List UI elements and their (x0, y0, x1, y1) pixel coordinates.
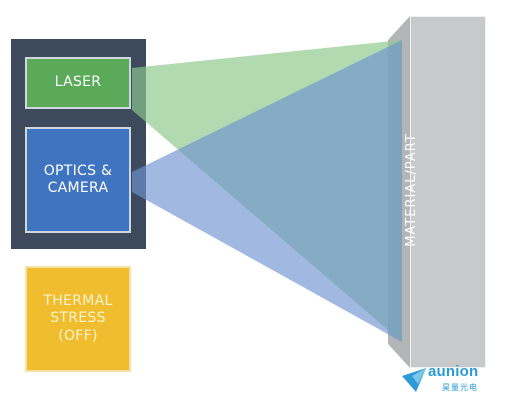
thermal-label-line1: THERMAL (43, 292, 113, 309)
aunion-logo-icon-accent (412, 368, 426, 384)
thermal-stress-box (25, 266, 131, 372)
thermal-label-line3: (OFF) (58, 327, 98, 344)
thermal-stress-label: THERMAL STRESS (OFF) (26, 267, 130, 371)
optics-label-line2: CAMERA (47, 180, 109, 196)
optics-label-line1: OPTICS & (43, 162, 113, 179)
optics-camera-box (25, 127, 131, 233)
brand-logo-text: aunion (428, 363, 479, 380)
laser-label-text: LASER (54, 74, 102, 91)
laser-box (25, 57, 131, 109)
camera-field-of-view (132, 40, 402, 342)
material-part-block (409, 15, 487, 369)
thermal-label-line2: STRESS (50, 310, 106, 327)
optics-camera-label: OPTICS & CAMERA (26, 128, 130, 232)
brand-logo-subtitle: 昊量光电 (442, 383, 478, 392)
material-part-label: MATERIAL/PART (404, 133, 419, 247)
laser-label: LASER (26, 58, 130, 108)
